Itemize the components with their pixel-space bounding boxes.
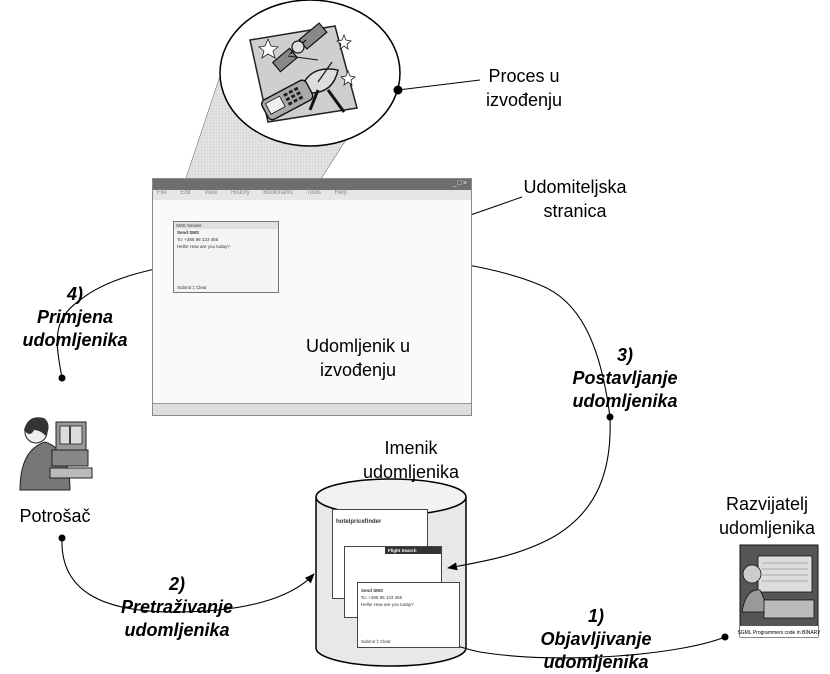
sms-gadget-footer: Submit ‡ Clear <box>361 639 391 644</box>
window-controls-icon[interactable]: _□× <box>452 180 468 187</box>
menu-edit[interactable]: Edit <box>180 190 191 196</box>
running-widget: SMS Sender Send SMS To: +385 98 123 456 … <box>173 221 279 293</box>
menu-bookmarks[interactable]: Bookmarks <box>263 190 294 196</box>
menu-tools[interactable]: Tools <box>306 190 321 196</box>
label-running-widget: Udomljenik u izvođenju <box>305 336 411 380</box>
developer-person-icon: SGML Programmers code in BINARY <box>737 544 821 638</box>
sms-gadget-title: Send SMS <box>361 588 384 593</box>
step-3-label: 3) Postavljanje udomljenika <box>572 345 678 411</box>
step-4-label: 4) Primjena udomljenika <box>22 284 128 350</box>
label-widget-directory: Imenik udomljenika <box>362 438 460 482</box>
browser-titlebar: _□× <box>153 179 471 190</box>
menu-history[interactable]: History <box>230 190 250 196</box>
consumer-person-icon <box>19 417 93 491</box>
host-page-browser-window: _□× File Edit View History Bookmarks Too… <box>152 178 472 416</box>
menu-view[interactable]: View <box>204 190 218 196</box>
label-widget-developer: Razvijatelj udomljenika <box>718 494 816 538</box>
label-process-running: Proces u izvođenju <box>485 66 563 110</box>
sms-gadget-message: Hello! How are you today? <box>361 602 414 607</box>
label-host-page: Udomiteljska stranica <box>523 177 627 221</box>
widget-header: SMS Sender <box>174 222 278 229</box>
menu-help[interactable]: Help <box>334 190 347 196</box>
step-2-label: 2) Pretraživanje udomljenika <box>120 574 234 640</box>
widget-footer-buttons[interactable]: Submit ‡ Clear <box>177 285 207 290</box>
label-consumer: Potrošač <box>19 506 91 526</box>
process-clipart-icon <box>249 22 358 123</box>
flight-gadget-title: Flight Search <box>385 547 441 554</box>
step-1-label: 1) Objavljivanje udomljenika <box>540 606 652 672</box>
hotel-gadget-title: hotelpricefinder <box>336 519 382 525</box>
menu-file[interactable]: File <box>157 190 167 196</box>
svg-text:SGML Programmers code in BINAR: SGML Programmers code in BINARY <box>737 630 821 636</box>
browser-menubar: File Edit View History Bookmarks Tools H… <box>153 190 471 200</box>
sms-gadget-card: Send SMS To: +385 98 123 456 Hello! How … <box>357 582 460 648</box>
widget-to-field[interactable]: To: +385 98 123 456 <box>177 237 219 242</box>
widget-title: Send SMS <box>177 230 200 235</box>
sms-gadget-to: To: +385 98 123 456 <box>361 595 403 600</box>
widget-message-field[interactable]: Hello! How are you today? <box>177 244 230 249</box>
browser-statusbar <box>153 403 471 415</box>
